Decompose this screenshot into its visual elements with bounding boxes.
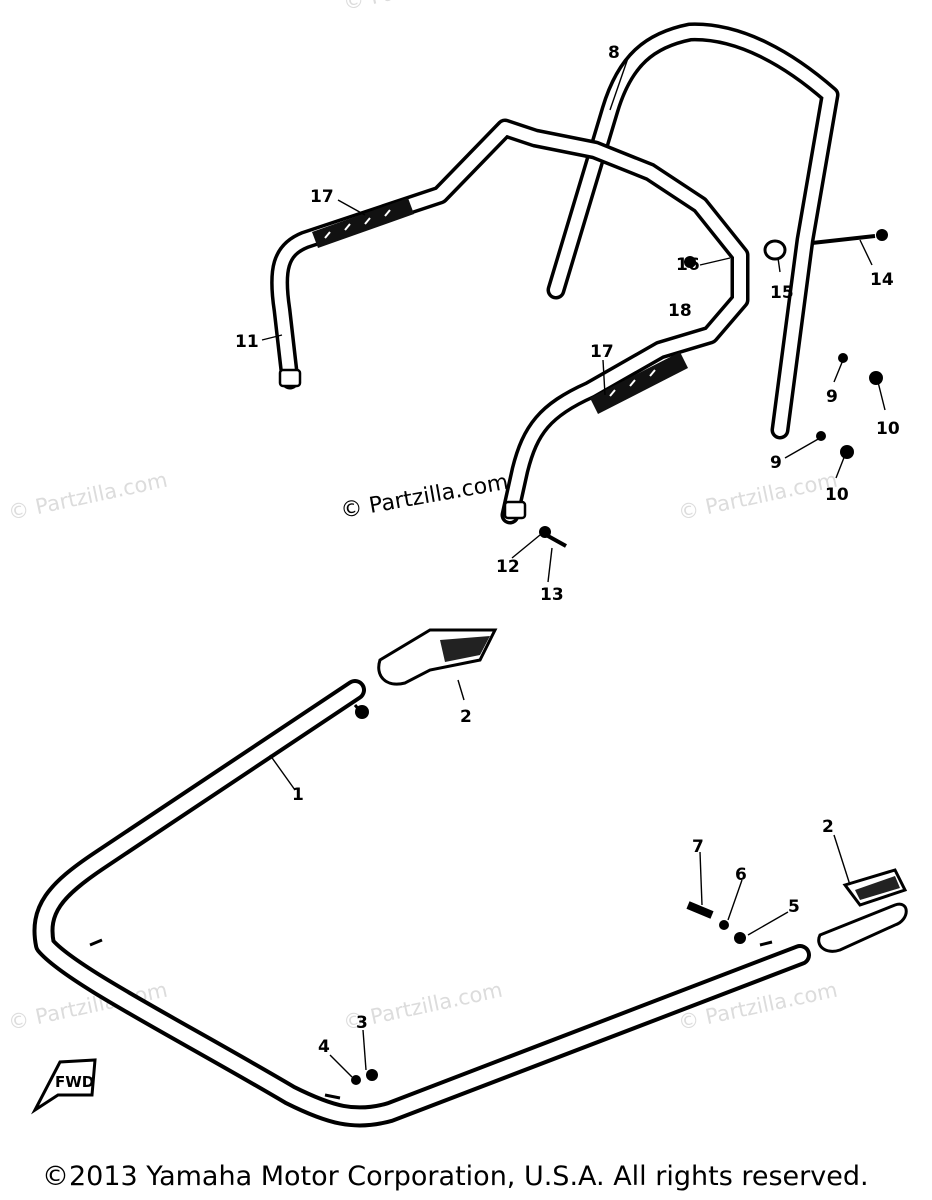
- hardware-parts: [278, 229, 888, 548]
- callout-label: 17: [310, 187, 334, 207]
- callout-label: 2: [460, 707, 472, 727]
- callout-label: 8: [608, 43, 620, 63]
- watermark: © Partzilla.com: [676, 468, 840, 525]
- callout-label: 12: [496, 557, 520, 577]
- watermark: © Partzilla.com: [6, 468, 170, 525]
- callout-label: 16: [676, 255, 700, 275]
- watermark-group: © Partzilla.com © Partzilla.com © Partzi…: [6, 0, 840, 1035]
- callout-label: 14: [870, 270, 894, 290]
- end-cap-part-2: [377, 628, 908, 953]
- leader-lines: [261, 57, 886, 1078]
- callout-labels: 8 17 11 16 18 15 14 17 9 10 9 10 12 13 2…: [235, 43, 900, 1057]
- callout-label: 3: [356, 1013, 368, 1033]
- callout-label: 9: [826, 387, 838, 407]
- callout-label: 7: [692, 837, 704, 857]
- fwd-arrow-icon: FWD: [31, 1058, 97, 1115]
- callout-label: 4: [318, 1037, 330, 1057]
- grab-bar-part-8: [546, 22, 840, 440]
- callout-label: 17: [590, 342, 614, 362]
- grip-part-17: [312, 198, 688, 414]
- callout-label: 11: [235, 332, 259, 352]
- watermark: © Partzilla.com: [341, 0, 505, 15]
- callout-label: 2: [822, 817, 834, 837]
- watermark-main: © Partzilla.com: [339, 470, 511, 524]
- copyright-footer: ©2013 Yamaha Motor Corporation, U.S.A. A…: [42, 1161, 869, 1192]
- lower-hardware: [351, 901, 746, 1085]
- callout-label: 5: [788, 897, 800, 917]
- callout-label: 15: [770, 283, 794, 303]
- fwd-label: FWD: [55, 1073, 94, 1091]
- callout-label: 13: [540, 585, 564, 605]
- callout-label: 18: [668, 301, 692, 321]
- callout-label: 9: [770, 453, 782, 473]
- callout-label: 10: [825, 485, 849, 505]
- bumper-part-1: [32, 679, 811, 1128]
- callout-label: 10: [876, 419, 900, 439]
- bumper-part-11: [270, 118, 750, 525]
- callout-label: 6: [735, 865, 747, 885]
- callout-label: 1: [292, 785, 304, 805]
